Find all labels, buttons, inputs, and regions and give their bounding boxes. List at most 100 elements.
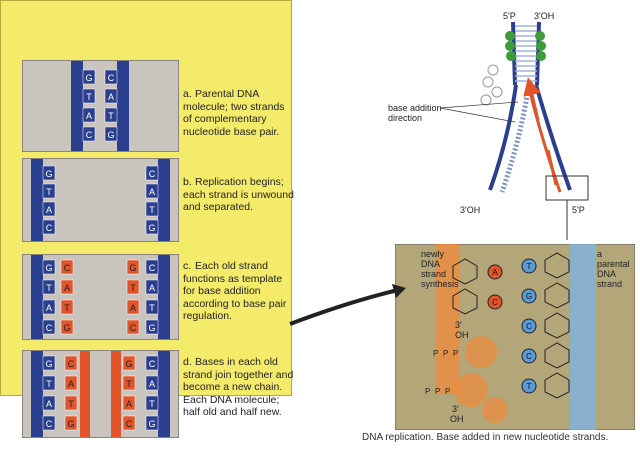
new-base-c-right-3 [126,319,140,335]
new-base-c-left-1 [60,279,74,295]
new-base-c-right-label: C [130,323,137,333]
base-c-left-3 [42,319,56,335]
oh-label-2: OH [450,414,464,424]
base-a-right-1 [104,88,118,104]
new-base-label: A [492,268,498,277]
template-base-label: G [526,292,532,301]
template-base-1 [521,288,537,304]
base-c-left-label: A [46,303,52,313]
base-a-right-0 [104,69,118,85]
base-c-right-label: C [149,263,156,273]
base-d-right-1 [145,375,159,391]
base-b-left-label: A [46,205,52,215]
template-sugar [544,252,570,279]
template-base-2 [521,318,537,334]
new-base-c-left-label: C [64,263,71,273]
new-base-d-left-label: G [67,419,74,429]
template-base-label: C [526,352,532,361]
base-c-right-label: G [148,323,155,333]
base-d-right-label: C [149,359,156,369]
base-c-right-1 [145,279,159,295]
new-base-d-left-label: C [68,359,75,369]
new-base-c-left-2 [60,299,74,315]
new-base-d-left-label: A [68,379,74,389]
figure-caption: DNA replication. Base added in new nucle… [362,432,609,443]
base-a-right-2 [104,107,118,123]
base-a-left-3 [82,126,96,142]
base-c-left-1 [42,279,56,295]
base-b-left-label: G [45,169,52,179]
base-a-left-label: A [86,111,92,121]
base-d-right-3 [145,415,159,431]
base-c-left-label: T [46,283,52,293]
base-addition-direction-label: base addition direction [388,103,442,123]
new-strand-label: newly DNA strand synthesis [421,249,459,289]
base-d-right-label: G [148,419,155,429]
base-c-right-label: T [149,303,155,313]
new-base-d-left-label: T [68,399,74,409]
base-b-left-2 [42,201,56,217]
base-b-right-label: G [148,223,155,233]
base-c-right-3 [145,319,159,335]
replication-fork [439,21,589,240]
template-base-label: T [527,382,532,391]
template-base-0 [521,258,537,274]
base-a-right-label: G [107,130,114,140]
new-base-c-left-label: T [64,303,70,313]
template-sugar [544,312,570,339]
base-b-right-label: C [149,169,156,179]
base-d-left-label: C [46,419,53,429]
base-c-left-0 [42,259,56,275]
base-b-left-label: C [46,223,53,233]
template-base-label: T [527,262,532,271]
base-a-left-1 [82,88,96,104]
base-d-right-label: A [149,379,155,389]
base-a-left-label: T [86,92,92,102]
base-a-left-label: G [85,73,92,83]
new-base-c-right-label: A [130,303,136,313]
new-base-d-right-label: A [126,399,132,409]
new-base-c-left-0 [60,259,74,275]
template-base-label: C [526,322,532,331]
new-sugar [452,258,478,285]
phosphate-label: P [443,349,448,358]
new-base-c-right-label: G [129,263,136,273]
base-c-left-label: C [46,323,53,333]
phosphate-label: P [453,349,458,358]
new-base-d-right-label: C [126,419,133,429]
three-prime-label-2: 3' [452,404,459,414]
oh-label: OH [455,330,469,340]
base-c-right-0 [145,259,159,275]
new-base-d-right-3 [122,415,136,431]
base-b-left-label: T [46,187,52,197]
parental-strand-label: a parental DNA strand [597,249,630,289]
new-base-d-right-label: G [125,359,132,369]
new-base-1 [487,294,503,310]
base-b-left-3 [42,219,56,235]
base-a-left-0 [82,69,96,85]
three-prime-label: 3' [455,320,462,330]
base-a-left-2 [82,107,96,123]
new-base-c-left-label: A [64,283,70,293]
fork-duplex [505,21,546,86]
base-d-right-2 [145,395,159,411]
step-d-text: d.Bases in each old strand join together… [183,356,294,418]
base-d-right-label: T [149,399,155,409]
base-b-right-label: T [149,205,155,215]
base-d-right-0 [145,355,159,371]
new-base-d-right-label: T [126,379,132,389]
base-d-left-label: T [46,379,52,389]
new-base-d-left-2 [64,395,78,411]
base-c-right-label: A [149,283,155,293]
base-d-left-3 [42,415,56,431]
template-sugar [544,342,570,369]
base-b-right-1 [145,183,159,199]
new-base-d-right-2 [122,395,136,411]
template-sugar [544,372,570,399]
